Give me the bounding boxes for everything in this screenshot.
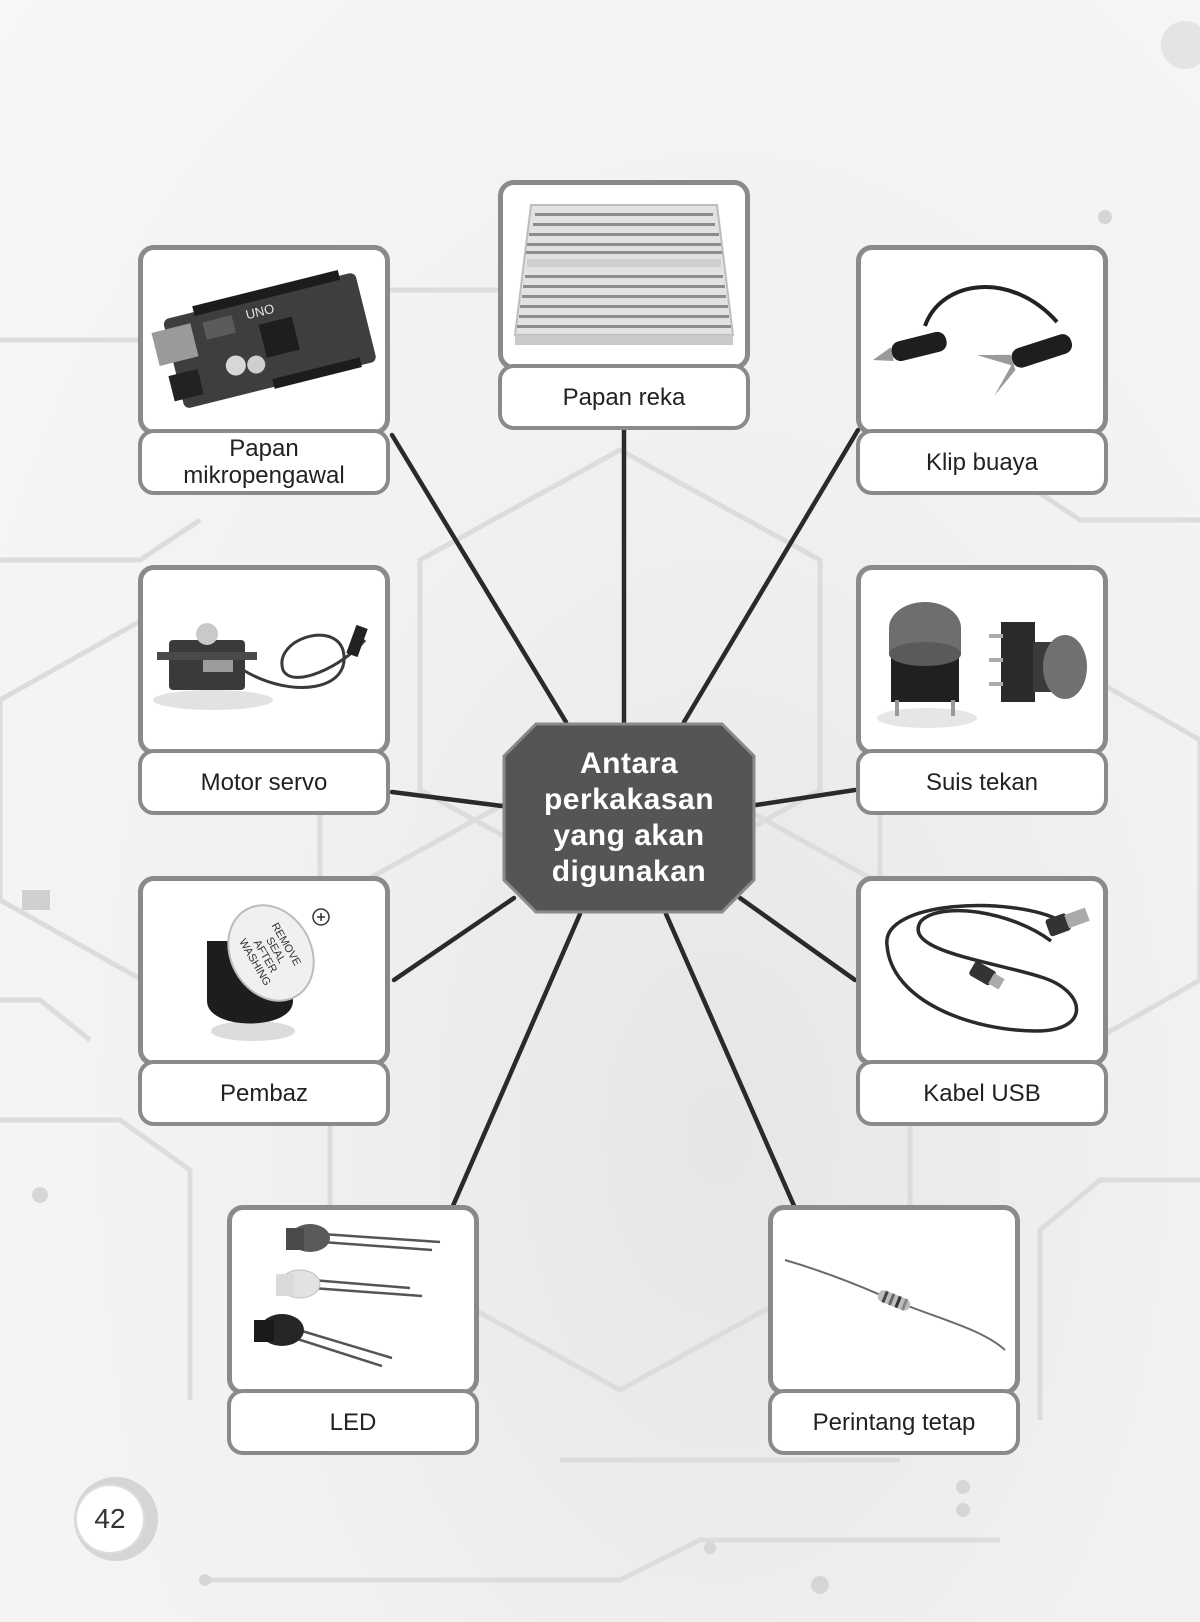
item-push-button: Suis tekan bbox=[856, 565, 1108, 815]
buzzer-photo: REMOVE SEAL AFTER WASHING bbox=[138, 876, 390, 1066]
arduino-board-photo: UNO bbox=[138, 245, 390, 435]
alligator-clip-photo bbox=[856, 245, 1108, 435]
label-buzzer: Pembaz bbox=[138, 1060, 390, 1126]
label-usb-cable: Kabel USB bbox=[856, 1060, 1108, 1126]
item-breadboard: Papan reka bbox=[498, 180, 750, 430]
item-alligator-clip: Klip buaya bbox=[856, 245, 1108, 495]
usb-cable-photo bbox=[856, 876, 1108, 1066]
breadboard-photo bbox=[498, 180, 750, 370]
item-led: LED bbox=[227, 1205, 479, 1455]
label-microcontroller: Papan mikropengawal bbox=[138, 429, 390, 495]
item-buzzer: REMOVE SEAL AFTER WASHING Pembaz bbox=[138, 876, 390, 1126]
resistor-photo bbox=[768, 1205, 1020, 1395]
push-button-photo bbox=[856, 565, 1108, 755]
center-hub: Antara perkakasan yang akan digunakan bbox=[502, 722, 756, 914]
page-number: 42 bbox=[77, 1486, 143, 1552]
label-led: LED bbox=[227, 1389, 479, 1455]
servo-motor-photo bbox=[138, 565, 390, 755]
item-usb-cable: Kabel USB bbox=[856, 876, 1108, 1126]
label-servo: Motor servo bbox=[138, 749, 390, 815]
label-resistor: Perintang tetap bbox=[768, 1389, 1020, 1455]
center-hub-shape bbox=[502, 722, 756, 914]
center-title-line-3: yang akan bbox=[553, 819, 705, 852]
label-alligator-clip: Klip buaya bbox=[856, 429, 1108, 495]
center-title-line-4: digunakan bbox=[551, 855, 707, 888]
item-resistor: Perintang tetap bbox=[768, 1205, 1020, 1455]
center-title: Antara perkakasan yang akan digunakan bbox=[509, 746, 749, 890]
center-title-line-1: Antara bbox=[579, 747, 679, 780]
item-servo: Motor servo bbox=[138, 565, 390, 815]
led-photo bbox=[227, 1205, 479, 1395]
center-title-line-2: perkakasan bbox=[543, 783, 715, 816]
label-breadboard: Papan reka bbox=[498, 364, 750, 430]
item-microcontroller: UNO Papan mikropengawal bbox=[138, 245, 390, 495]
board-print: UNO bbox=[244, 301, 276, 323]
label-push-button: Suis tekan bbox=[856, 749, 1108, 815]
